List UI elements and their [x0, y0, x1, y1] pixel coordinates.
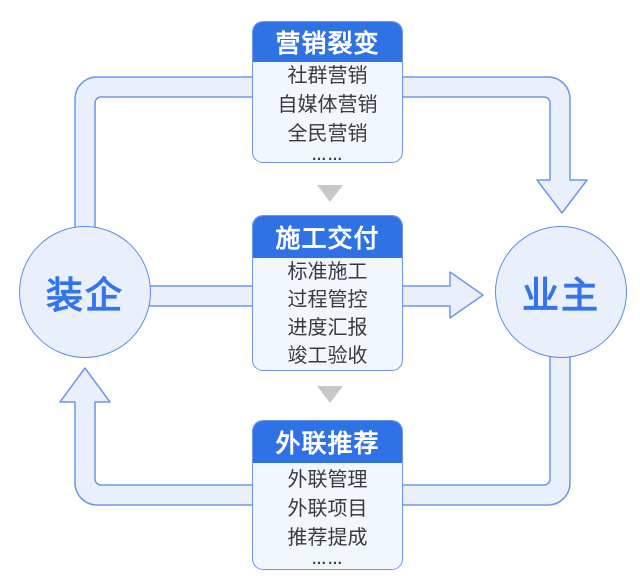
box-body: 标准施工 过程管控 进度汇报 竣工验收 [253, 258, 402, 370]
node-property-owner: 业主 [495, 226, 627, 358]
box-item: 外联管理 [287, 468, 368, 491]
box-item: 推荐提成 [287, 526, 368, 549]
node-decoration-company: 装企 [19, 226, 151, 358]
box-item: 全民营销 [287, 122, 368, 145]
outreach-referral-box: 外联推荐 外联管理 外联项目 推荐提成 …… [252, 420, 403, 570]
box-item: 进度汇报 [287, 317, 368, 339]
box-item: 外联项目 [287, 497, 368, 520]
down-triangle-icon [317, 185, 343, 202]
construction-delivery-box: 施工交付 标准施工 过程管控 进度汇报 竣工验收 [252, 215, 403, 371]
box-title: 外联推荐 [253, 421, 402, 463]
box-item: 竣工验收 [287, 345, 368, 367]
box-item: 自媒体营销 [277, 93, 378, 116]
top-flow-arrow [74, 76, 588, 246]
down-triangle-icon [317, 386, 343, 403]
node-label: 业主 [522, 275, 600, 316]
box-title: 营销裂变 [253, 22, 402, 62]
box-item: 过程管控 [287, 289, 368, 311]
bottom-flow-arrow [59, 349, 571, 506]
box-item: 社群营销 [287, 64, 368, 87]
box-title: 施工交付 [253, 216, 402, 258]
box-body: 社群营销 自媒体营销 全民营销 …… [253, 62, 402, 163]
ellipsis-item: …… [311, 550, 344, 568]
node-label: 装企 [46, 275, 124, 316]
marketing-fission-box: 营销裂变 社群营销 自媒体营销 全民营销 …… [252, 21, 403, 163]
box-body: 外联管理 外联项目 推荐提成 …… [253, 463, 402, 569]
box-item: 标准施工 [287, 261, 368, 283]
ellipsis-item: …… [311, 146, 344, 163]
